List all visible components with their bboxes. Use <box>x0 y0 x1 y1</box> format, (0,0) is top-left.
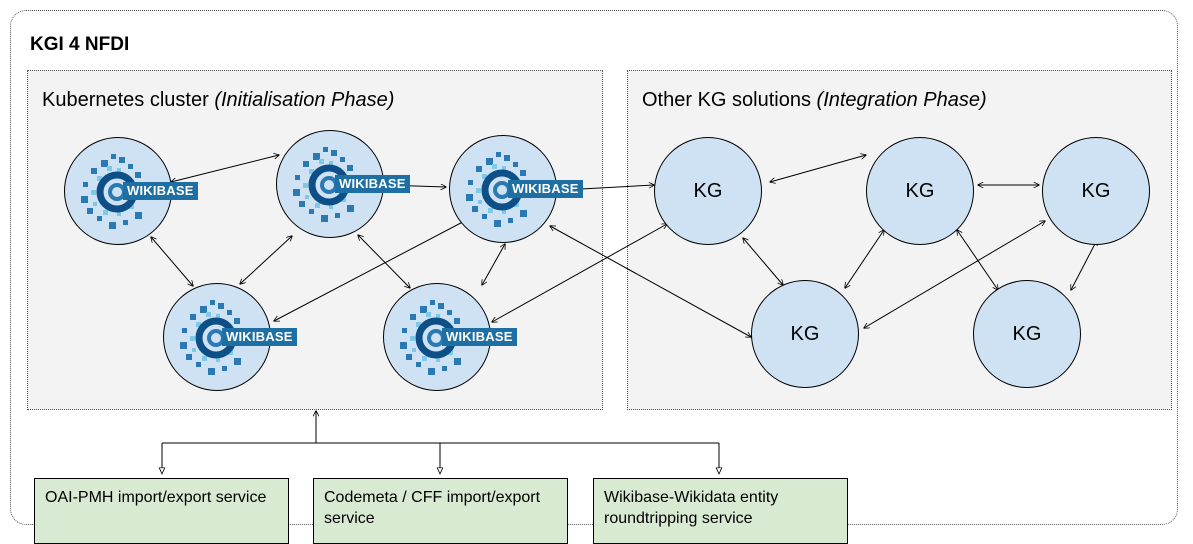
edge-wb3-wb5 <box>482 244 505 285</box>
edge-kg2-kg4 <box>845 230 884 288</box>
other-kg-label: Other KG solutions <box>642 89 811 111</box>
edge-kg3-kg4 <box>864 221 1045 328</box>
kg-node-5: KG <box>973 280 1081 388</box>
edge-wb4-kg1 <box>274 204 497 321</box>
codemeta-cff-service-box: Codemeta / CFF import/export service <box>313 478 568 544</box>
kg-label: KG <box>1081 179 1111 202</box>
kg-node-1: KG <box>654 137 762 245</box>
wikidata-roundtripping-service-label: Wikibase-Wikidata entity roundtripping s… <box>604 489 779 527</box>
edge-wb1-wb2 <box>171 155 279 182</box>
kg-label: KG <box>790 322 820 345</box>
edge-wb2-wb4 <box>240 236 292 284</box>
wikibase-node-4: WIKIBASE <box>163 283 297 391</box>
edge-kg2-kg5 <box>957 230 998 290</box>
edge-kg3-kg5 <box>1071 240 1097 290</box>
wikibase-label: WIKIBASE <box>508 180 583 198</box>
wikibase-label: WIKIBASE <box>123 182 198 200</box>
wikibase-node-1: WIKIBASE <box>64 137 198 245</box>
wikibase-node-5: WIKIBASE <box>383 283 517 391</box>
oai-pmh-service-label: OAI-PMH import/export service <box>45 489 267 506</box>
wikibase-node-3: WIKIBASE <box>449 135 583 243</box>
diagram-title: KGI 4 NFDI <box>30 34 130 55</box>
codemeta-cff-service-label: Codemeta / CFF import/export service <box>324 489 541 527</box>
kubernetes-cluster-title: Kubernetes cluster (Initialisation Phase… <box>42 89 394 112</box>
other-kg-title: Other KG solutions (Integration Phase) <box>642 89 987 112</box>
edge-kg1-kg4 <box>743 238 783 285</box>
edge-wb5-kg1 <box>492 224 667 322</box>
edge-kg1-kg2 <box>770 155 866 182</box>
kg-node-4: KG <box>751 280 859 388</box>
wikibase-label: WIKIBASE <box>442 328 517 346</box>
kg-node-3: KG <box>1042 137 1150 245</box>
wikibase-label: WIKIBASE <box>335 175 410 193</box>
kg-label: KG <box>693 179 723 202</box>
kg-label: KG <box>1012 322 1042 345</box>
kg-label: KG <box>905 179 935 202</box>
edge-wb2-wb5 <box>358 235 410 288</box>
integration-phase-label: (Integration Phase) <box>816 89 987 111</box>
wikibase-label: WIKIBASE <box>222 328 297 346</box>
wikidata-roundtripping-service-box: Wikibase-Wikidata entity roundtripping s… <box>593 478 848 544</box>
kubernetes-cluster-label: Kubernetes cluster <box>42 89 209 111</box>
kg-node-2: KG <box>866 137 974 245</box>
wikibase-node-2: WIKIBASE <box>276 130 410 238</box>
initialisation-phase-label: (Initialisation Phase) <box>214 89 395 111</box>
oai-pmh-service-box: OAI-PMH import/export service <box>34 478 289 544</box>
edge-wb1-wb4 <box>151 237 193 286</box>
